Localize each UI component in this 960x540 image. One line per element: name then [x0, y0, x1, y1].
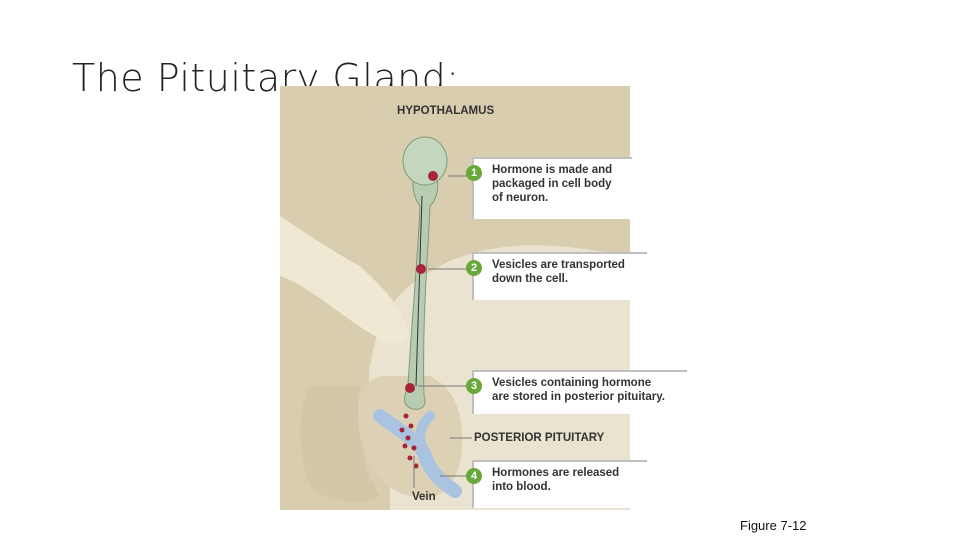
step-4-callout: 4 Hormones are released into blood. — [472, 460, 647, 508]
vein-label: Vein — [412, 491, 436, 503]
step-3-badge: 3 — [466, 378, 482, 394]
step-3-text: Vesicles containing hormone are stored i… — [492, 376, 679, 404]
step-4-badge: 4 — [466, 468, 482, 484]
step-3-callout: 3 Vesicles containing hormone are stored… — [472, 370, 687, 414]
step-4-text: Hormones are released into blood. — [492, 466, 639, 494]
step-1-badge: 1 — [466, 165, 482, 181]
step-2-callout: 2 Vesicles are transported down the cell… — [472, 252, 647, 300]
figure-reference: Figure 7-12 — [740, 518, 806, 533]
step-2-badge: 2 — [466, 260, 482, 276]
posterior-pituitary-label: POSTERIOR PITUITARY — [474, 432, 604, 444]
step-2-text: Vesicles are transported down the cell. — [492, 258, 639, 286]
hypothalamus-label: HYPOTHALAMUS — [397, 105, 494, 117]
step-1-text: Hormone is made and packaged in cell bod… — [492, 163, 624, 205]
step-1-callout: 1 Hormone is made and packaged in cell b… — [472, 157, 632, 219]
neuron-cell-body — [403, 137, 447, 185]
